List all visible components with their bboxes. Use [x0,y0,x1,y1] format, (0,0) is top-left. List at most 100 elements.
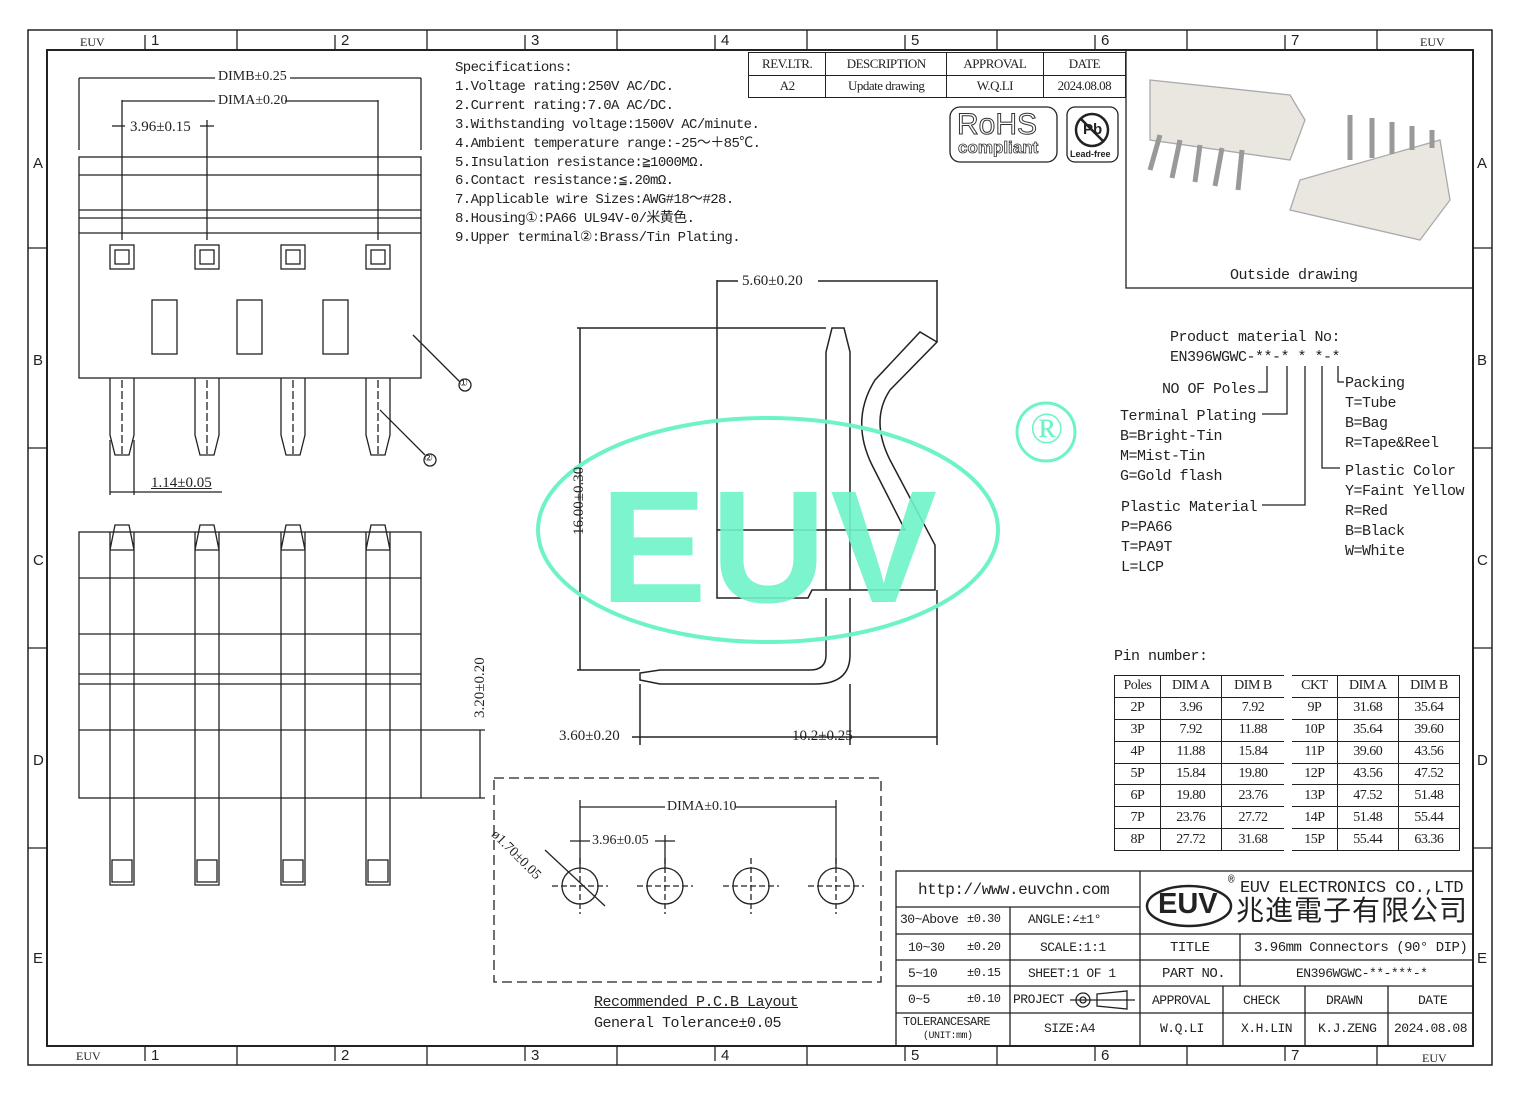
rev-header: APPROVAL [946,52,1044,76]
pin-table-cell: 47.52 [1397,762,1461,786]
dim-side-width: 5.60±0.20 [742,273,803,289]
tolerance-range: 5~10 [908,966,938,981]
rev-cell: 2024.08.08 [1042,74,1127,98]
pin-table-cell: 31.68 [1220,828,1289,851]
row-marker: E [1477,950,1488,967]
column-marker: 4 [721,32,730,49]
pin-table-cell: 63.36 [1397,828,1461,851]
lead-free-label: Lead-free [1070,149,1111,159]
pin-table-cell: 31.68 [1336,696,1399,720]
pin-table-cell: Poles [1114,675,1161,698]
packing-option: R=Tape&Reel [1345,435,1439,452]
pcb-layout [493,777,882,983]
product-title: Product material No: [1170,329,1341,346]
company-en: EUV ELECTRONICS CO.,LTD [1240,879,1464,898]
spec-item: 3.Withstanding voltage:1500V AC/minute. [455,116,760,133]
pin [365,378,391,456]
housing-slot [236,299,263,355]
pcb-pitch: 3.96±0.05 [592,833,649,848]
company-cn: 兆進電子有限公司 [1236,896,1469,927]
pin-table-cell: 9P [1284,696,1338,720]
signature-value: W.Q.LI [1160,1021,1204,1036]
pin-table-cell: 39.60 [1336,740,1399,764]
pcb-dim-a: DIMA±0.10 [667,799,737,814]
projection-label: PROJECT [1013,992,1065,1007]
pin-table-cell: DIM A [1159,675,1222,698]
terminal-square [194,244,220,270]
row-marker: A [33,155,44,172]
column-marker: 1 [151,32,160,49]
pin-table-cell: 27.72 [1220,806,1289,830]
material-option: T=PA9T [1121,539,1173,556]
pin-table-cell: 47.52 [1336,784,1399,808]
housing-slot [151,299,178,355]
pin-table-cell: 7P [1114,806,1161,830]
pin-table-cell: 7.92 [1220,696,1289,720]
material-option: Plastic Material [1121,499,1258,516]
row-marker: B [33,352,44,369]
column-marker: 7 [1291,32,1300,49]
row-marker: D [33,752,44,769]
spec-title: Specifications: [455,60,573,76]
rohs-compliant: compliant [958,138,1039,157]
column-marker: 6 [1101,1047,1110,1064]
product-code: EN396WGWC-**-* * *-* [1170,349,1341,366]
euv-logo: EUV [1158,888,1218,920]
corner-label: EUV [80,35,105,49]
website-url: http://www.euvchn.com [918,881,1110,899]
dim-pin-width: 1.14±0.05 [151,475,212,491]
pin-table-cell: 35.64 [1336,718,1399,742]
callout-1: ① [459,378,468,389]
pin-table-cell: DIM A [1336,675,1399,698]
packing-option: B=Bag [1345,415,1388,432]
angle: ANGLE:∠±1° [1028,912,1102,927]
row-marker: A [1477,155,1488,172]
housing-slot [322,299,349,355]
corner-label: EUV [1422,1051,1447,1065]
pin-table-cell: 27.72 [1159,828,1222,851]
terminal-square [280,244,306,270]
column-marker: 3 [531,32,540,49]
plating-option: Terminal Plating [1120,408,1257,425]
column-marker: 3 [531,1047,540,1064]
row-marker: C [33,552,44,569]
pin-tip [111,859,133,883]
connector-photo [1149,79,1451,241]
rohs-logo: RoHS [956,108,1038,141]
title-block-lines [895,870,1474,1047]
sheet: SHEET:1 OF 1 [1028,966,1116,981]
pin-table-cell: 10P [1284,718,1338,742]
pin-table-cell: 55.44 [1397,806,1461,830]
pin-table-cell: 11.88 [1159,740,1222,764]
column-marker: 5 [911,32,920,49]
title-value: 3.96mm Connectors (90° DIP) [1254,940,1468,956]
color-option: W=White [1345,543,1405,560]
spec-item: 9.Upper terminal②:Brass/Tin Plating. [455,230,741,247]
poles-label: NO OF Poles [1162,381,1256,398]
packing-option: Packing [1345,375,1405,392]
signature-header: DATE [1418,993,1448,1008]
spec-item: 2.Current rating:7.0A AC/DC. [455,97,674,114]
signature-value: 2024.08.08 [1394,1021,1468,1036]
dim-height: 16.00±0.30 [571,466,587,535]
color-option: R=Red [1345,503,1388,520]
pin-table-cell: DIM B [1397,675,1461,698]
pin-table-cell: 39.60 [1397,718,1461,742]
terminal-square [109,244,135,270]
rev-header: REV.LTR. [747,52,827,76]
spec-item: 5.Insulation resistance:≧1000MΩ. [455,154,705,171]
plating-option: M=Mist-Tin [1120,448,1206,465]
signature-header: DRAWN [1326,993,1363,1008]
pin [109,378,135,456]
dim-depth: 10.2±0.25 [792,728,853,744]
pin-table-cell: 13P [1284,784,1338,808]
tolerance-range: 10~30 [908,940,945,955]
pin [194,378,220,456]
